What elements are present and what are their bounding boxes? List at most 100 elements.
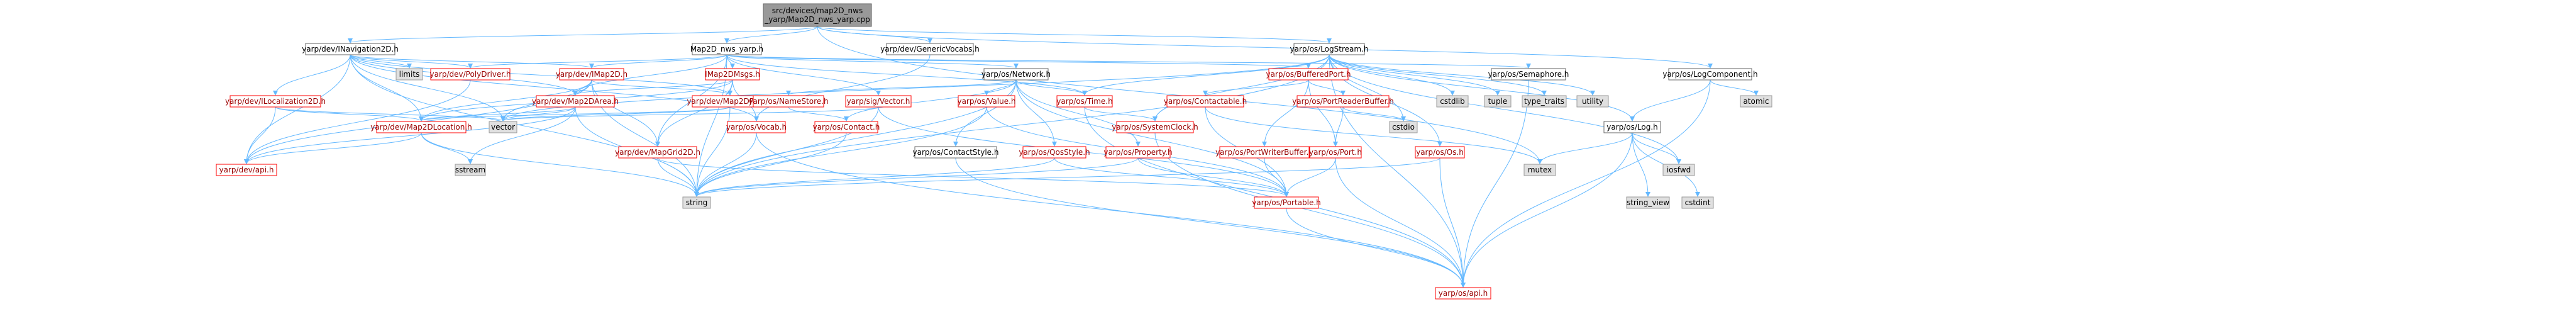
node-portwriterbuffer[interactable]: yarp/os/PortWriterBuffer.h bbox=[1215, 146, 1313, 159]
node-label: yarp/os/PortReaderBuffer.h bbox=[1292, 97, 1394, 106]
node-contact[interactable]: yarp/os/Contact.h bbox=[813, 121, 880, 133]
node-os[interactable]: yarp/os/Os.h bbox=[1415, 146, 1465, 159]
edge-line bbox=[1286, 208, 1466, 288]
edge-os-to-osapi bbox=[1439, 157, 1466, 288]
node-mutex: mutex bbox=[1523, 164, 1556, 176]
node-devapi[interactable]: yarp/dev/api.h bbox=[216, 164, 277, 176]
node-osapi[interactable]: yarp/os/api.h bbox=[1435, 287, 1491, 300]
edge-line bbox=[1329, 54, 1595, 96]
edge-line bbox=[1329, 54, 1681, 164]
node-box bbox=[914, 146, 997, 159]
edge-line bbox=[350, 54, 473, 69]
edge-inav-to-limits bbox=[350, 54, 412, 69]
node-label: cstdio bbox=[1392, 123, 1415, 132]
node-ilocalization[interactable]: yarp/dev/ILocalization2D.h bbox=[225, 95, 326, 108]
node-namestore[interactable]: yarp/os/NameStore.h bbox=[748, 95, 829, 108]
node-log[interactable]: yarp/os/Log.h bbox=[1603, 121, 1661, 133]
node-label: string bbox=[686, 198, 707, 207]
node-map2darea[interactable]: yarp/dev/Map2DArea.h bbox=[532, 95, 619, 108]
edge-line bbox=[694, 106, 879, 197]
node-imap2dmsgs[interactable]: IMap2DMsgs.h bbox=[705, 68, 760, 81]
node-contactstyle[interactable]: yarp/os/ContactStyle.h bbox=[913, 146, 999, 159]
edge-qosstyle-to-string bbox=[694, 157, 1055, 197]
node-label: tuple bbox=[1488, 97, 1508, 106]
edge-line bbox=[419, 106, 731, 121]
edge-line bbox=[589, 54, 727, 69]
edge-network-to-contact bbox=[844, 79, 1017, 121]
node-box bbox=[1296, 95, 1390, 108]
node-label: cstdlib bbox=[1440, 97, 1464, 106]
node-atomic: atomic bbox=[1740, 95, 1772, 108]
node-box bbox=[1219, 146, 1310, 159]
node-label: yarp/dev/PolyDriver.h bbox=[429, 70, 511, 79]
edge-mapgrid-to-portable bbox=[657, 157, 1289, 197]
edge-qosstyle-to-portable bbox=[1054, 157, 1289, 197]
node-logstream[interactable]: yarp/os/LogStream.h bbox=[1290, 43, 1369, 55]
node-contactable[interactable]: yarp/os/Contactable.h bbox=[1164, 95, 1247, 108]
node-genericvocabs[interactable]: yarp/dev/GenericVocabs.h bbox=[880, 43, 980, 55]
edge-log-to-stringview bbox=[1632, 132, 1650, 197]
node-label: yarp/os/LogComponent.h bbox=[1662, 70, 1757, 79]
node-systemclock[interactable]: yarp/os/SystemClock.h bbox=[1112, 121, 1198, 133]
node-label: _yarp/Map2D_nws_yarp.cpp bbox=[764, 15, 870, 24]
node-mapgrid[interactable]: yarp/dev/MapGrid2D.h bbox=[615, 146, 700, 159]
edge-line bbox=[1335, 157, 1466, 288]
node-time[interactable]: yarp/os/Time.h bbox=[1056, 95, 1113, 108]
edge-line bbox=[726, 54, 1087, 96]
edge-map2dlocation-to-string bbox=[421, 132, 699, 197]
edge-vocab-to-osapi bbox=[756, 132, 1466, 288]
edge-root-to-map2dnws bbox=[724, 26, 818, 43]
node-box bbox=[1681, 196, 1714, 209]
node-label: yarp/dev/ILocalization2D.h bbox=[225, 97, 326, 106]
edge-os-to-string bbox=[694, 157, 1440, 197]
edge-line bbox=[244, 106, 276, 164]
edge-inav-to-map2dpath bbox=[350, 54, 732, 96]
node-map2dnws[interactable]: Map2D_nws_yarp.h bbox=[690, 43, 763, 55]
node-property[interactable]: yarp/os/Property.h bbox=[1103, 146, 1173, 159]
node-label: iosfwd bbox=[1667, 166, 1691, 174]
node-imap2d[interactable]: yarp/dev/IMap2D.h bbox=[556, 68, 627, 81]
node-box bbox=[1435, 287, 1491, 300]
edge-line bbox=[1329, 54, 1455, 96]
node-portreaderbuffer[interactable]: yarp/os/PortReaderBuffer.h bbox=[1292, 95, 1394, 108]
edge-network-to-time bbox=[1015, 79, 1087, 96]
edge-line bbox=[726, 54, 1531, 69]
node-box bbox=[845, 95, 912, 108]
node-portable[interactable]: yarp/os/Portable.h bbox=[1252, 196, 1321, 209]
node-port[interactable]: yarp/os/Port.h bbox=[1309, 146, 1362, 159]
edge-logstream-to-cstdio bbox=[1329, 54, 1406, 121]
edge-port-to-osapi bbox=[1335, 157, 1466, 288]
edge-contactstyle-to-osapi bbox=[955, 157, 1466, 288]
edge-imap2dmsgs-to-mapgrid bbox=[655, 79, 733, 147]
node-map2dpath[interactable]: yarp/dev/Map2DPath.h bbox=[687, 95, 773, 108]
node-label: yarp/os/Contactable.h bbox=[1164, 97, 1247, 106]
edge-line bbox=[694, 106, 731, 197]
edge-bufferedport-to-portwriterbuffer bbox=[1262, 79, 1309, 147]
node-map2dlocation[interactable]: yarp/dev/Map2DLocation.h bbox=[370, 121, 472, 133]
node-semaphore[interactable]: yarp/os/Semaphore.h bbox=[1488, 68, 1569, 81]
node-box bbox=[430, 68, 511, 81]
node-label: utility bbox=[1582, 97, 1603, 106]
edge-line bbox=[694, 157, 1055, 197]
edge-systemclock-to-osapi bbox=[1154, 132, 1466, 288]
edge-root-to-logcomponent bbox=[817, 26, 1713, 69]
node-label: IMap2DMsgs.h bbox=[705, 70, 760, 79]
node-bufferedport[interactable]: yarp/os/BufferedPort.h bbox=[1266, 68, 1351, 81]
edge-imap2d-to-map2dlocation bbox=[419, 79, 592, 121]
node-network[interactable]: yarp/os/Network.h bbox=[981, 68, 1051, 81]
node-polydriver[interactable]: yarp/dev/PolyDriver.h bbox=[429, 68, 511, 81]
edge-logstream-to-time bbox=[1082, 54, 1330, 96]
node-sigvector[interactable]: yarp/sig/Vector.h bbox=[845, 95, 912, 108]
edge-line bbox=[817, 26, 1713, 69]
edge-line bbox=[1015, 79, 1057, 147]
edge-vocab-to-string bbox=[694, 132, 757, 197]
edge-inav-to-nodevector bbox=[350, 54, 506, 121]
node-logcomponent[interactable]: yarp/os/LogComponent.h bbox=[1662, 68, 1758, 81]
node-vocab[interactable]: yarp/os/Vocab.h bbox=[726, 121, 787, 133]
edge-line bbox=[500, 54, 1330, 121]
node-label: yarp/dev/GenericVocabs.h bbox=[880, 45, 980, 53]
node-inav[interactable]: yarp/dev/INavigation2D.h bbox=[302, 43, 399, 55]
node-qosstyle[interactable]: yarp/os/QosStyle.h bbox=[1019, 146, 1090, 159]
node-value[interactable]: yarp/os/Value.h bbox=[957, 95, 1016, 108]
